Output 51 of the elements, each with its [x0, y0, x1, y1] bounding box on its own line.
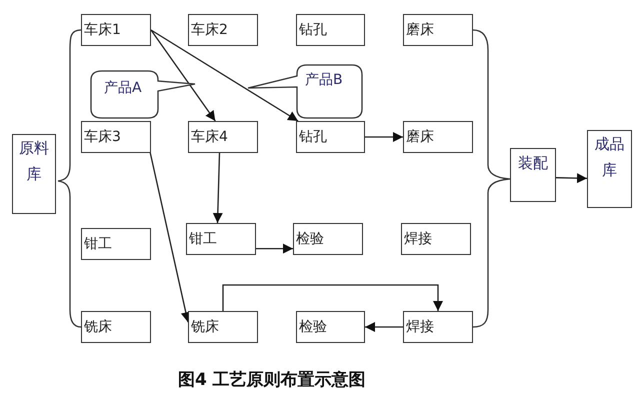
process-box: [188, 121, 258, 153]
machine-label: 车床2: [191, 22, 228, 38]
machine-label: 钻孔: [299, 22, 327, 38]
callout-bubble: [247, 64, 363, 119]
process-box: [403, 121, 473, 153]
machine-label: 铣床: [191, 319, 219, 335]
machine-label: 磨床: [406, 129, 434, 145]
arrow: [365, 132, 403, 142]
process-box: [296, 14, 365, 46]
machine-label: 焊接: [406, 319, 434, 335]
station-box: [510, 148, 556, 202]
machine-label: 检验: [299, 319, 327, 335]
arrow: [256, 244, 293, 254]
machine-label: 钻孔: [299, 129, 327, 145]
machine-label: 车床4: [191, 129, 228, 145]
station-box: [12, 134, 56, 214]
machine-label: 钳工: [84, 236, 112, 252]
machine-label: 磨床: [406, 22, 434, 38]
process-box: [403, 311, 473, 343]
figure-caption: 图4 工艺原则布置示意图: [178, 369, 366, 391]
arrow: [150, 30, 216, 122]
process-box: [186, 223, 256, 255]
machine-label: 车床3: [84, 129, 121, 145]
station-box: [587, 130, 632, 208]
arrow: [212, 152, 223, 224]
station-label: 成品库: [594, 134, 626, 181]
process-box: [81, 311, 151, 343]
process-box: [188, 14, 258, 46]
machine-label: 钳工: [189, 231, 217, 247]
process-box: [293, 223, 363, 255]
process-box: [403, 14, 473, 46]
process-box: [188, 311, 258, 343]
machine-label: 铣床: [84, 319, 112, 335]
station-label: 原料库: [18, 138, 50, 185]
arrow: [556, 173, 588, 184]
product-label: 产品B: [305, 72, 343, 88]
product-label: 产品A: [104, 80, 142, 96]
arrow: [150, 29, 298, 122]
process-box: [81, 14, 151, 46]
arrow: [222, 284, 443, 311]
process-box: [296, 311, 365, 343]
machine-label: 焊接: [404, 231, 432, 247]
process-box: [81, 121, 151, 153]
callout-bubble: [90, 70, 196, 119]
machine-label: 车床1: [84, 22, 121, 38]
process-box: [401, 223, 471, 255]
arrow: [365, 322, 403, 332]
process-box: [296, 121, 365, 153]
station-label: 装配: [517, 153, 549, 174]
machine-label: 检验: [296, 231, 324, 247]
process-box: [81, 228, 151, 260]
